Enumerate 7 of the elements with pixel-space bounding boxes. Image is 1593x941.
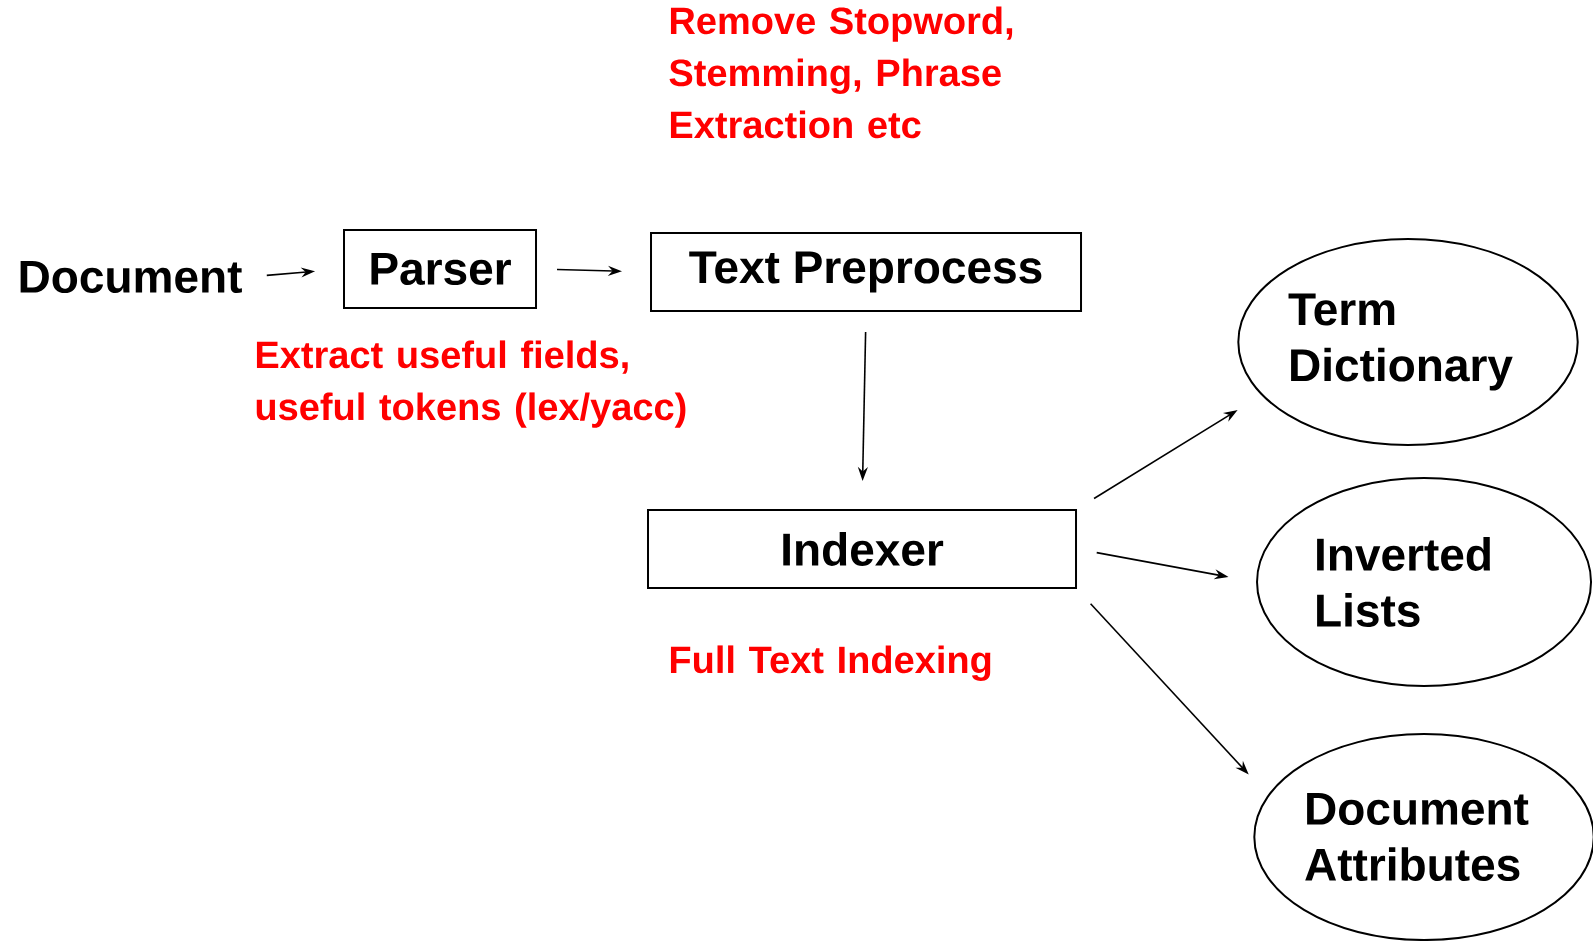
note-text: Extract useful fields, useful tokens (lex/yacc)	[256, 340, 686, 428]
input-label: Document	[20, 260, 242, 294]
process-box: Parser	[343, 229, 537, 309]
process-box: Indexer	[647, 509, 1077, 589]
note-text: Full Text Indexing	[670, 645, 991, 681]
note-text: Remove Stopword, Stemming, Phrase Extraction etc	[669, 6, 1013, 139]
process-box: Text Preprocess	[650, 232, 1082, 312]
